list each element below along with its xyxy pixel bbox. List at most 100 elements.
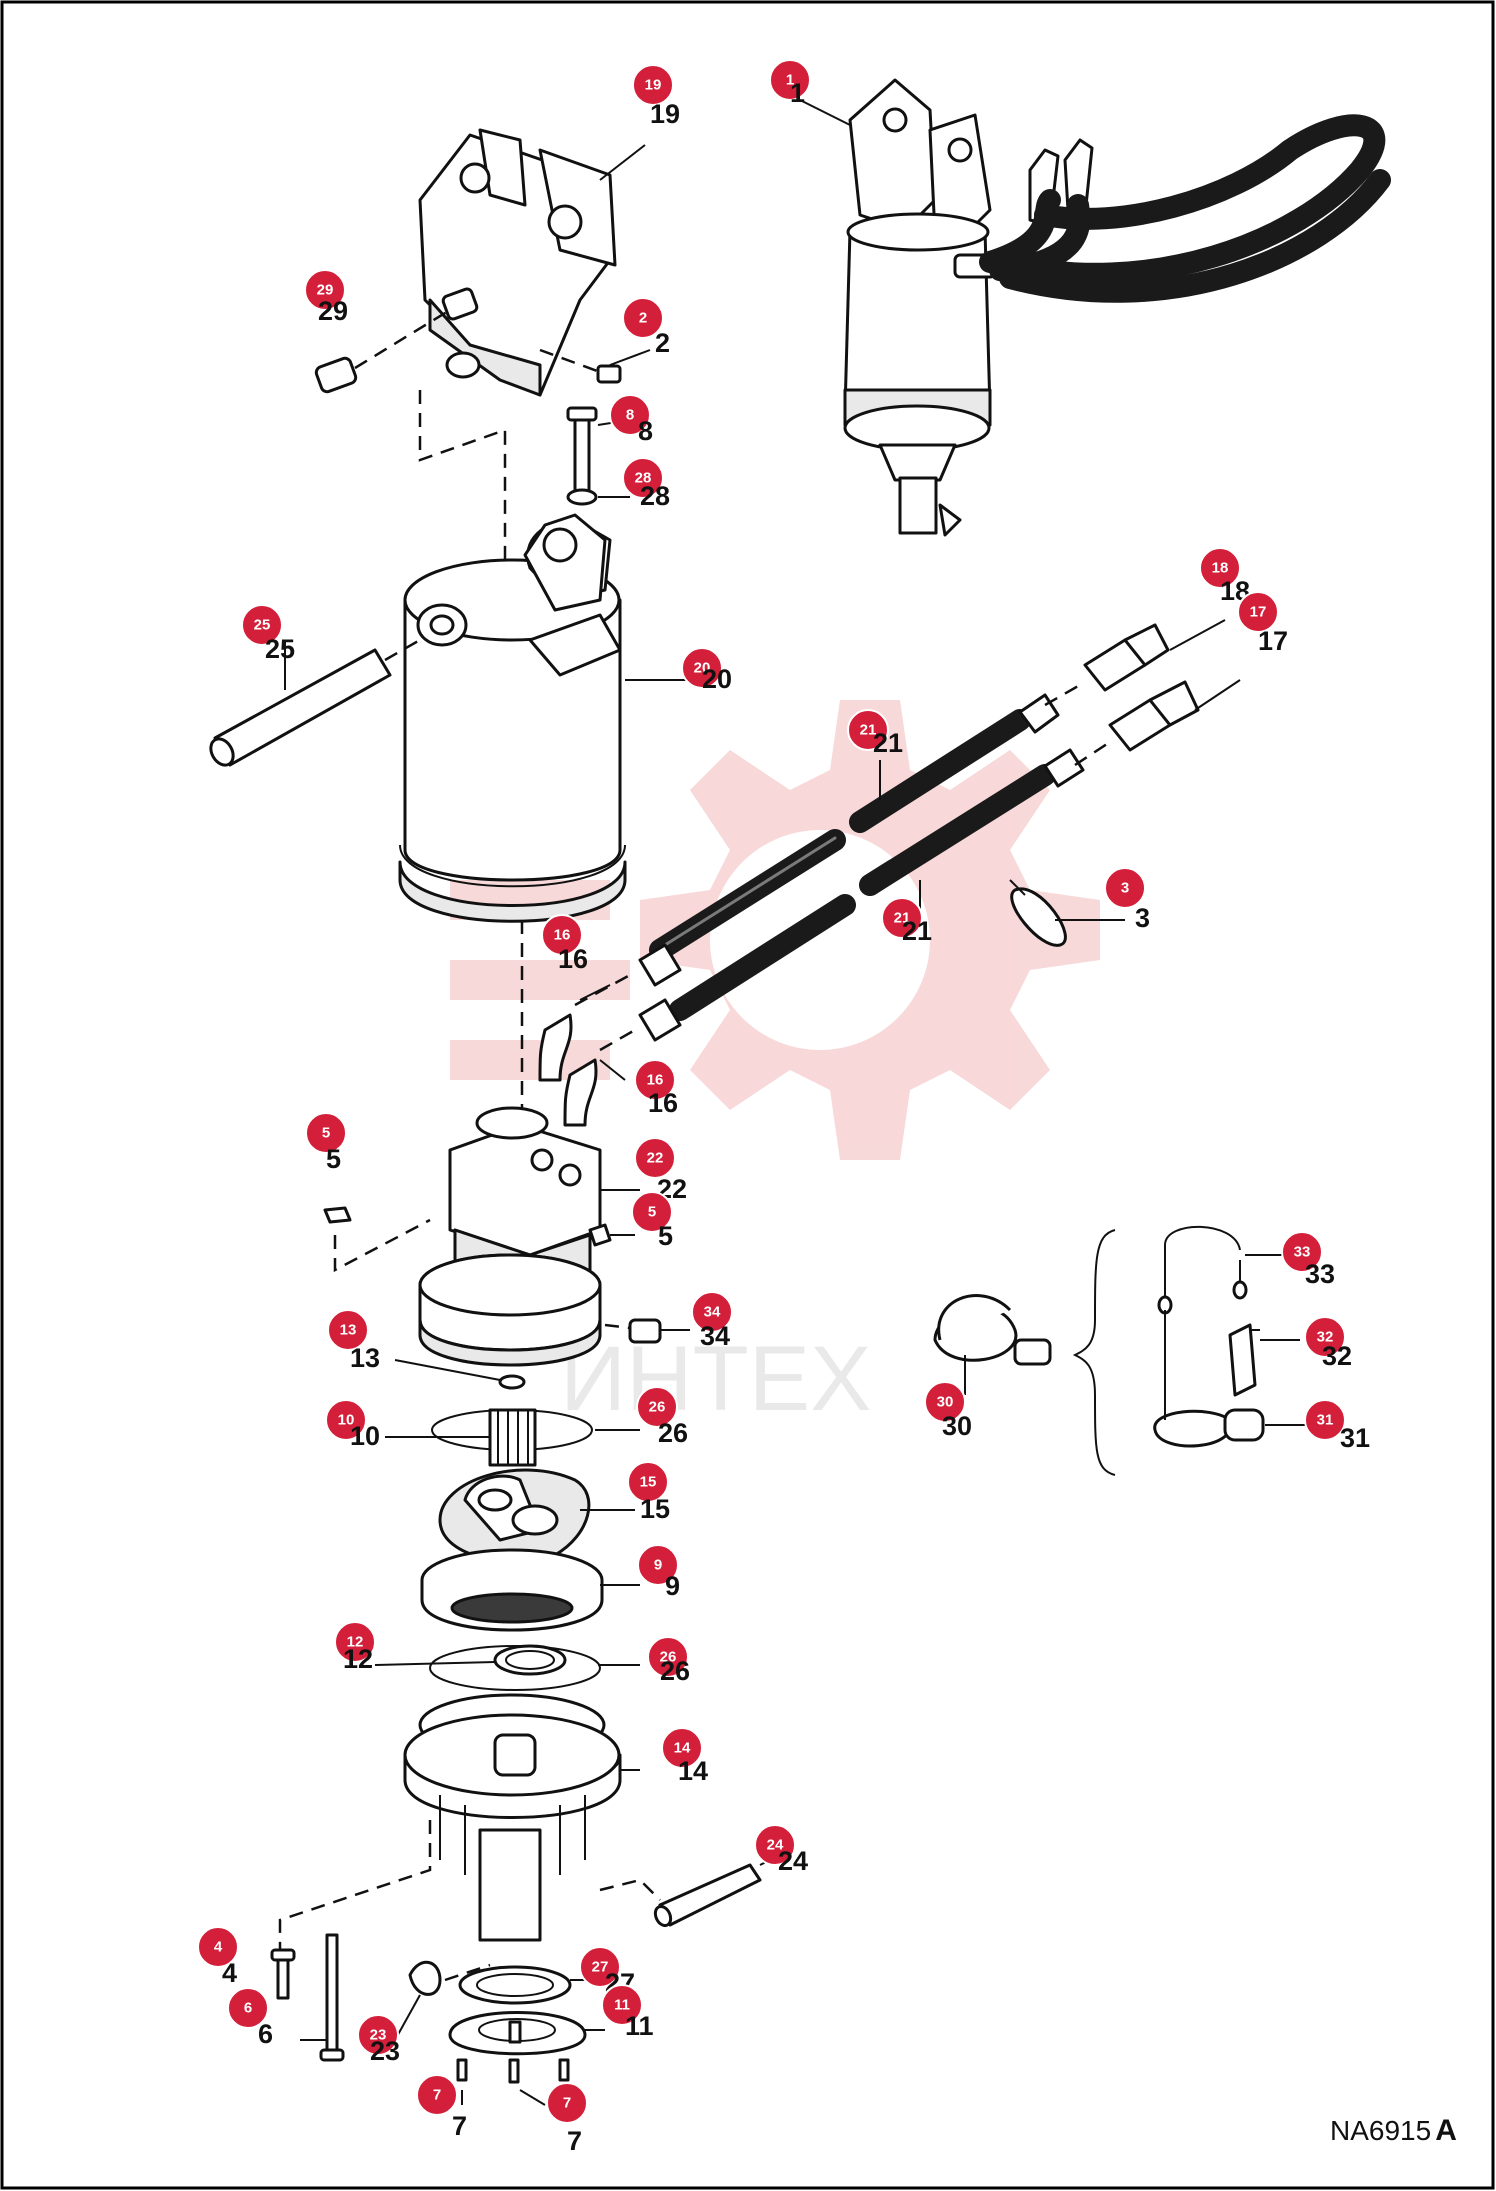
callout-16-lower: 16 16 xyxy=(634,1059,678,1118)
svg-text:24: 24 xyxy=(767,1837,784,1854)
part-13-ball xyxy=(498,1374,526,1390)
callout-30: 30 30 xyxy=(924,1381,972,1441)
callout-12: 12 12 xyxy=(334,1621,376,1674)
svg-text:6: 6 xyxy=(258,2019,273,2049)
part-32-clip xyxy=(1228,1323,1260,1397)
callout-4: 4 4 xyxy=(197,1926,239,1988)
callout-14: 14 14 xyxy=(661,1727,708,1786)
svg-text:3: 3 xyxy=(1135,903,1150,933)
svg-text:16: 16 xyxy=(558,944,588,974)
svg-text:4: 4 xyxy=(222,1958,237,1988)
svg-text:12: 12 xyxy=(343,1644,373,1674)
part-3-clamp xyxy=(1009,879,1067,947)
svg-text:13: 13 xyxy=(340,1322,357,1339)
part-26-oring-lower xyxy=(429,1645,601,1691)
svg-text:19: 19 xyxy=(645,77,662,94)
callout-21-lower: 21 21 xyxy=(881,897,932,946)
svg-text:5: 5 xyxy=(658,1221,673,1251)
callout-33: 33 33 xyxy=(1281,1231,1335,1289)
callout-20: 20 20 xyxy=(681,647,732,694)
callout-24: 24 24 xyxy=(754,1824,808,1876)
dash-left-lower xyxy=(278,1820,432,1980)
svg-text:10: 10 xyxy=(350,1421,380,1451)
part-5-nut-left xyxy=(323,1206,431,1273)
svg-text:16: 16 xyxy=(647,1072,664,1089)
svg-text:1: 1 xyxy=(786,72,794,89)
leader-lines xyxy=(284,99,1305,2106)
svg-text:30: 30 xyxy=(942,1411,972,1441)
svg-text:2: 2 xyxy=(639,310,647,327)
callout-18: 18 18 xyxy=(1199,547,1250,606)
svg-text:17: 17 xyxy=(1258,626,1288,656)
svg-text:6: 6 xyxy=(244,2000,252,2017)
callout-13: 13 13 xyxy=(327,1309,380,1373)
svg-text:25: 25 xyxy=(254,617,271,634)
part-28-washer xyxy=(566,488,598,506)
svg-text:17: 17 xyxy=(1250,604,1267,621)
part-12-seal xyxy=(493,1644,567,1676)
part-33-cable xyxy=(1157,1225,1248,1315)
svg-text:1: 1 xyxy=(790,78,805,108)
part-25-shaft xyxy=(209,638,421,767)
svg-text:10: 10 xyxy=(338,1412,355,1429)
svg-text:34: 34 xyxy=(700,1321,730,1351)
svg-text:21: 21 xyxy=(902,916,932,946)
svg-text:32: 32 xyxy=(1317,1329,1334,1346)
svg-text:5: 5 xyxy=(326,1144,341,1174)
svg-text:16: 16 xyxy=(554,927,571,944)
callout-28: 28 28 xyxy=(622,457,670,511)
svg-text:15: 15 xyxy=(640,1494,670,1524)
dash-19-20 xyxy=(418,390,507,600)
part-18-adapter xyxy=(1044,623,1170,707)
callout-23: 23 23 xyxy=(357,2014,400,2066)
svg-text:33: 33 xyxy=(1305,1259,1335,1289)
svg-text:2: 2 xyxy=(655,328,670,358)
callout-21-upper: 21 21 xyxy=(847,709,903,758)
svg-text:22: 22 xyxy=(647,1150,664,1167)
svg-text:13: 13 xyxy=(350,1343,380,1373)
svg-text:27: 27 xyxy=(592,1959,609,1976)
svg-text:7: 7 xyxy=(567,2126,582,2156)
part-9-ring-gear xyxy=(420,1548,604,1632)
part-1-assembly xyxy=(843,78,1391,537)
svg-text:26: 26 xyxy=(660,1649,677,1666)
svg-text:31: 31 xyxy=(1340,1423,1370,1453)
part-8-bolt xyxy=(566,406,598,497)
svg-text:14: 14 xyxy=(674,1740,691,1757)
callout-19: 19 19 xyxy=(632,64,680,129)
part-21-hose-lower xyxy=(669,748,1085,1021)
part-16-fitting-lower xyxy=(563,998,682,1127)
callout-3: 3 3 xyxy=(1104,867,1150,933)
svg-text:14: 14 xyxy=(678,1756,708,1786)
callout-7-right: 7 7 xyxy=(546,2082,588,2156)
callout-8: 8 8 xyxy=(609,394,653,446)
callout-15: 15 15 xyxy=(627,1461,670,1524)
part-14-housing xyxy=(403,1693,622,1942)
part-17-adapter xyxy=(1074,680,1200,767)
svg-text:11: 11 xyxy=(625,2011,654,2041)
dash-right-lower xyxy=(599,1878,661,1901)
callout-9: 9 9 xyxy=(637,1544,680,1601)
part-24-pin xyxy=(653,1863,762,1928)
svg-text:9: 9 xyxy=(665,1571,680,1601)
svg-text:20: 20 xyxy=(702,664,732,694)
part-29-pin xyxy=(314,287,479,394)
svg-text:4: 4 xyxy=(214,1939,223,1956)
svg-text:7: 7 xyxy=(433,2087,441,2104)
callout-7-left: 7 7 xyxy=(416,2074,467,2141)
part-5-nut-right xyxy=(588,1223,612,1247)
svg-text:34: 34 xyxy=(704,1304,721,1321)
callout-22: 22 22 xyxy=(634,1137,687,1204)
svg-text:26: 26 xyxy=(649,1399,666,1416)
bracket-brace xyxy=(1072,1229,1116,1476)
callout-25: 25 25 xyxy=(241,604,295,664)
svg-text:8: 8 xyxy=(626,407,634,424)
svg-text:9: 9 xyxy=(654,1557,662,1574)
svg-text:7: 7 xyxy=(563,2095,571,2112)
callout-17: 17 17 xyxy=(1237,591,1288,656)
svg-text:15: 15 xyxy=(640,1474,657,1491)
